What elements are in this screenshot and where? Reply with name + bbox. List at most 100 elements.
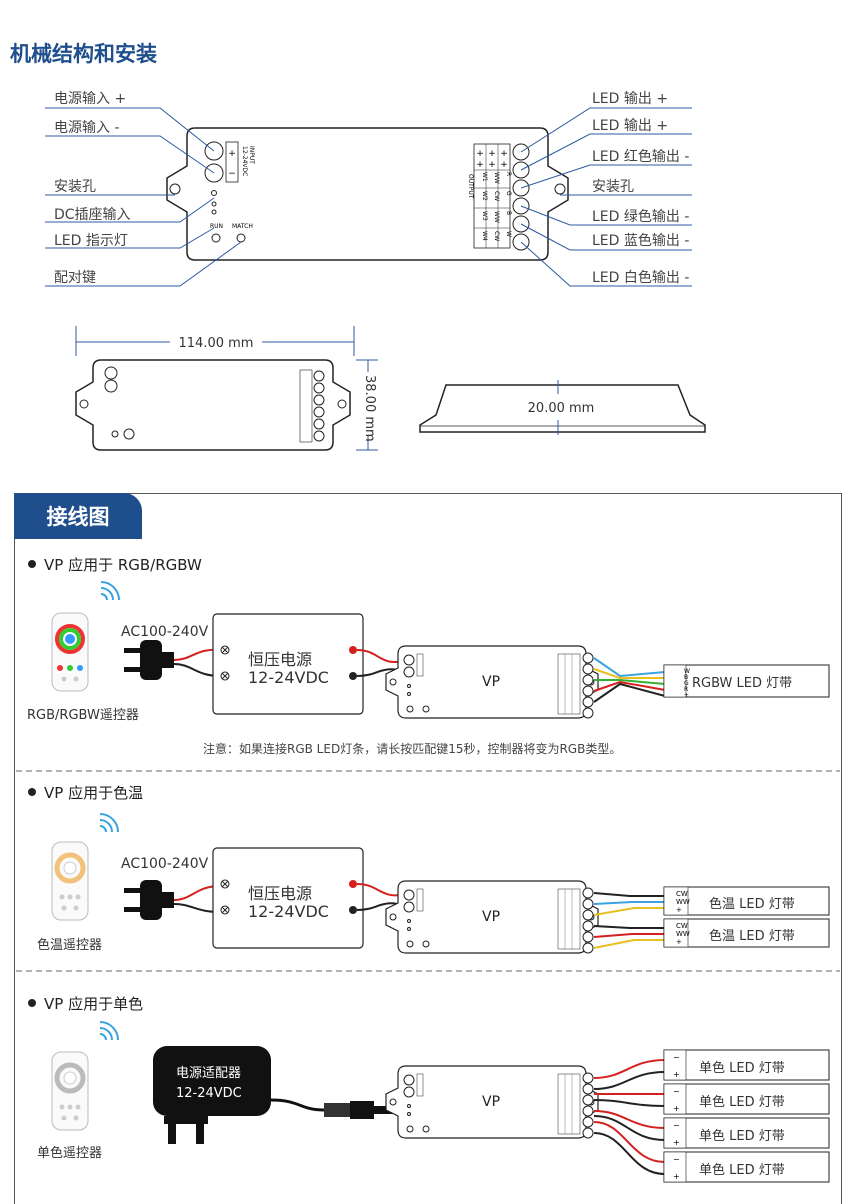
device-top-view: + − INPUT 12-24VDC RUN MATCH + + + + + +…	[166, 127, 569, 261]
section-heading-cct: VP 应用于色温	[44, 784, 144, 802]
wifi-icon	[100, 581, 120, 601]
label-led-out-plus-2: LED 输出 +	[592, 118, 669, 134]
psu-line2-2: 12-24VDC	[248, 902, 329, 921]
pin-plus-c: +	[673, 1138, 680, 1147]
wifi-icon-3	[99, 1021, 119, 1041]
label-mount-hole-right: 安装孔	[592, 179, 634, 195]
pin-plus-2: +	[676, 938, 682, 946]
out-plus-5: +	[488, 160, 496, 170]
input-plus: +	[228, 149, 236, 159]
pin-plus-d: +	[673, 1172, 680, 1181]
ch-w: W	[505, 231, 512, 237]
ch-cw1: CW	[493, 191, 500, 201]
input-voltage: 12-24VDC	[241, 146, 248, 176]
dimension-width: 38.00 mm	[362, 375, 377, 442]
label-red-out: LED 红色输出 -	[592, 149, 690, 165]
pin-minus-c: −	[673, 1121, 680, 1130]
label-match-key: 配对键	[54, 270, 96, 286]
pin-ww-1: WW	[676, 898, 690, 906]
label-white-out: LED 白色输出 -	[592, 270, 690, 286]
mono-remote	[51, 1051, 89, 1131]
ch-ww2: WW	[493, 211, 500, 223]
pin-minus-b: −	[673, 1087, 680, 1096]
adapter-line2: 12-24VDC	[176, 1086, 242, 1101]
psu-line2-1: 12-24VDC	[248, 668, 329, 687]
vp-label-2: VP	[482, 909, 501, 925]
ch-r: R	[505, 172, 512, 176]
adapter-line1: 电源适配器	[176, 1066, 242, 1081]
out-plus-4: +	[476, 160, 484, 170]
section-title-mechanical: 机械结构和安装	[10, 42, 157, 66]
section-heading-mono: VP 应用于单色	[44, 995, 144, 1013]
pin-minus-d: −	[673, 1155, 680, 1164]
ch-w2: W2	[481, 191, 488, 201]
ch-w4: W4	[481, 231, 488, 241]
pin-plus-a: +	[673, 1070, 680, 1079]
out-plus-3: +	[500, 149, 508, 159]
label-power-in-minus: 电源输入 -	[54, 120, 120, 136]
ch-w1: W1	[481, 172, 488, 182]
strip-rgbw: RGBW LED 灯带	[692, 676, 793, 691]
strip-cct-1: 色温 LED 灯带	[709, 897, 795, 912]
device-side-view	[419, 384, 706, 433]
psu-line1-1: 恒压电源	[248, 650, 313, 669]
ch-w3: W3	[481, 211, 488, 221]
label-green-out: LED 绿色输出 -	[592, 209, 690, 225]
out-plus-1: +	[476, 149, 484, 159]
plug-icon-2	[124, 880, 174, 920]
remote-label-cct: 色温遥控器	[37, 938, 103, 953]
output-label: OUTPUT	[467, 174, 474, 199]
remote-label-mono: 单色遥控器	[37, 1146, 103, 1161]
dimension-length: 114.00 mm	[179, 336, 254, 351]
vp-label-1: VP	[482, 674, 501, 690]
label-led-out-plus-1: LED 输出 +	[592, 91, 669, 107]
power-adapter	[153, 1046, 394, 1144]
wiring-tab: 接线图	[14, 493, 142, 539]
out-plus-2: +	[488, 149, 496, 159]
label-led-indicator: LED 指示灯	[54, 233, 128, 249]
run-label: RUN	[210, 223, 223, 230]
label-dc-input: DC插座输入	[54, 207, 131, 223]
label-power-in-plus: 电源输入 +	[54, 91, 127, 107]
mechanical-diagram: + − INPUT 12-24VDC RUN MATCH + + + + + +…	[45, 107, 706, 451]
out-plus-6: +	[500, 160, 508, 170]
strip-mono-1: 单色 LED 灯带	[699, 1061, 785, 1076]
strip-cct-2: 色温 LED 灯带	[709, 929, 795, 944]
section-heading-rgbw: VP 应用于 RGB/RGBW	[44, 556, 202, 574]
pin-minus-a: −	[673, 1053, 680, 1062]
pin-ww-2: WW	[676, 930, 690, 938]
wiring-panel	[14, 493, 842, 1204]
pin-w: W	[684, 668, 690, 675]
ch-g: G	[505, 191, 512, 196]
pin-plus: +	[684, 692, 689, 699]
strip-mono-4: 单色 LED 灯带	[699, 1163, 785, 1178]
section-cct: CW WW + CW WW +	[16, 788, 840, 972]
strip-mono-2: 单色 LED 灯带	[699, 1095, 785, 1110]
cct-remote	[51, 841, 89, 921]
pin-cw-2: CW	[676, 922, 688, 930]
psu-line1-2: 恒压电源	[248, 884, 313, 903]
plug-icon	[124, 640, 174, 680]
strip-mono-3: 单色 LED 灯带	[699, 1129, 785, 1144]
input-label: INPUT	[248, 146, 255, 164]
label-mount-hole-left: 安装孔	[54, 179, 96, 195]
ch-b: B	[505, 211, 512, 215]
pin-plus-b: +	[673, 1104, 680, 1113]
device-small-top-view	[75, 359, 351, 451]
pin-g: G	[684, 680, 689, 687]
ac-label-2: AC100-240V	[121, 856, 209, 872]
dimension-height: 20.00 mm	[528, 401, 595, 416]
input-minus: −	[228, 169, 236, 179]
wifi-icon-2	[99, 813, 119, 833]
vp-label-3: VP	[482, 1094, 501, 1110]
remote-label-rgbw: RGB/RGBW遥控器	[27, 708, 139, 723]
ch-cw2: CW	[493, 231, 500, 241]
rgb-remote	[51, 612, 89, 692]
pin-b: B	[684, 674, 688, 681]
label-blue-out: LED 蓝色输出 -	[592, 233, 690, 249]
pin-r: R	[684, 686, 688, 693]
section-mono: − + − + − + − +	[28, 999, 830, 1183]
pin-plus-1: +	[676, 906, 682, 914]
pin-cw-1: CW	[676, 890, 688, 898]
